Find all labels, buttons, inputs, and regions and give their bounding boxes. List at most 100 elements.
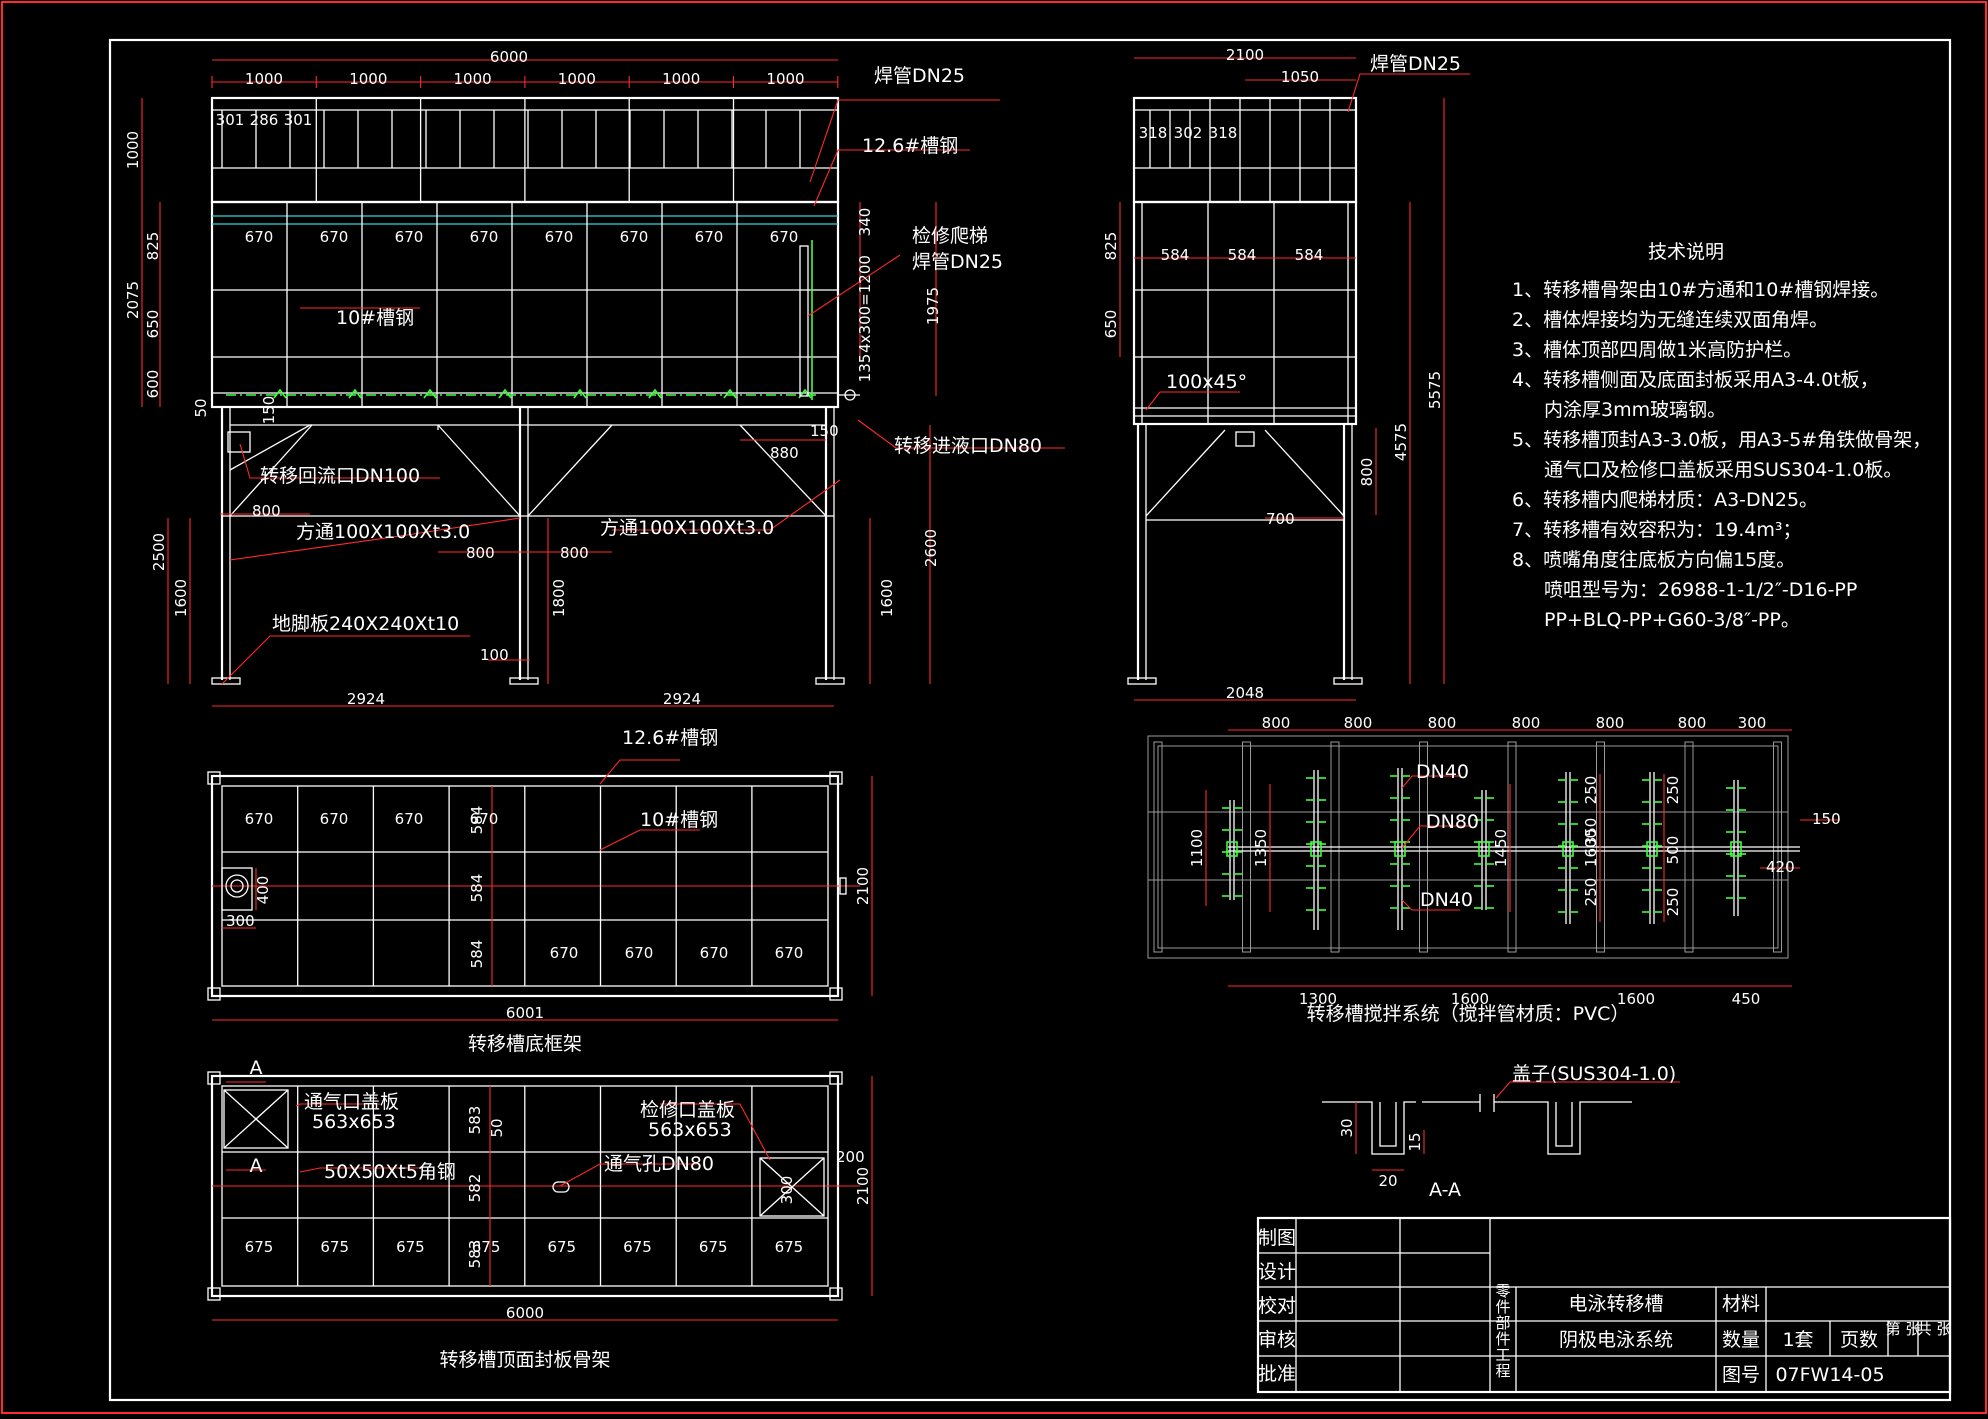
front-dim-150-left: 150 xyxy=(260,396,278,425)
tc-panel-dim: 675 xyxy=(472,1238,501,1256)
side-cell-3: 318 xyxy=(1209,124,1238,142)
front-dim-1800: 1800 xyxy=(550,579,568,617)
tc-total-width: 6000 xyxy=(506,1304,544,1322)
bf-top-panel-dim: 670 xyxy=(395,810,424,828)
ag-dim-500: 500 xyxy=(1664,836,1682,865)
front-label-weld-pipe-2: 焊管DN25 xyxy=(912,251,1003,273)
front-dim-150-right: 150 xyxy=(810,422,839,440)
side-dim-800: 800 xyxy=(1358,458,1376,487)
tb-system-name: 阴极电泳系统 xyxy=(1559,1329,1673,1351)
front-dim-600: 600 xyxy=(144,370,162,399)
tb-role-review: 审核 xyxy=(1258,1329,1296,1351)
front-panel-dim: 670 xyxy=(395,228,424,246)
tc-label-vent-hole: 通气孔DN80 xyxy=(604,1153,714,1175)
side-label-chamfer: 100x45° xyxy=(1166,371,1247,393)
ag-top-dim: 800 xyxy=(1344,714,1373,732)
bf-dim-400: 400 xyxy=(254,876,272,905)
notes-line: 2、槽体焊接均为无缝连续双面角焊。 xyxy=(1512,309,1828,331)
front-dim-spacing: 4x300=1200 xyxy=(856,255,874,353)
front-panel-dim: 670 xyxy=(245,228,274,246)
tc-dim-200: 200 xyxy=(836,1148,865,1166)
title-block xyxy=(1256,1216,1952,1394)
bf-bottom-panel-dim: 670 xyxy=(625,944,654,962)
ag-dim-250-d: 250 xyxy=(1664,888,1682,917)
agitation-plan xyxy=(1147,729,1840,987)
front-label-channel-12-6: 12.6#槽钢 xyxy=(862,135,958,157)
bf-row-3: 584 xyxy=(468,940,486,969)
front-panel-dim: 670 xyxy=(320,228,349,246)
side-dim-825: 825 xyxy=(1102,232,1120,261)
ag-dim-1350: 1350 xyxy=(1252,829,1270,867)
tb-role-design: 设计 xyxy=(1258,1261,1296,1283)
notes-line: 7、转移槽有效容积为：19.4m³； xyxy=(1512,519,1802,541)
notes-line: 4、转移槽侧面及底面封板采用A3-4.0t板， xyxy=(1512,369,1879,391)
bottom-frame-plan xyxy=(207,759,873,1021)
tb-sheet-of: 第 张 xyxy=(1886,1320,1921,1338)
tc-panel-dim: 675 xyxy=(623,1238,652,1256)
front-dim-800-a: 800 xyxy=(466,544,495,562)
front-top-segment: 1000 xyxy=(558,70,596,88)
ag-dim-250-c: 250 xyxy=(1664,776,1682,805)
front-panel-dim: 670 xyxy=(470,228,499,246)
side-dim-5575: 5575 xyxy=(1426,371,1444,409)
tc-row-1: 583 xyxy=(466,1106,484,1135)
notes-line: PP+BLQ-PP+G60-3/8″-PP。 xyxy=(1544,609,1800,631)
tb-part-name: 电泳转移槽 xyxy=(1568,1293,1663,1315)
tc-panel-dim: 675 xyxy=(699,1238,728,1256)
aa-dim-30: 30 xyxy=(1338,1118,1356,1137)
ag-dim-150: 150 xyxy=(1812,810,1841,828)
front-dim-650: 650 xyxy=(144,310,162,339)
bf-label-channel-12-6: 12.6#槽钢 xyxy=(622,727,718,749)
ag-bottom-dim: 1600 xyxy=(1451,990,1489,1008)
front-top-segment: 1000 xyxy=(349,70,387,88)
bf-top-panel-dim: 670 xyxy=(320,810,349,828)
front-dim-2600: 2600 xyxy=(922,529,940,567)
bf-bottom-panel-dim: 670 xyxy=(700,944,729,962)
front-dim-50: 50 xyxy=(192,398,210,417)
aa-dim-20: 20 xyxy=(1378,1172,1397,1190)
tb-quantity-label: 数量 xyxy=(1722,1329,1760,1351)
ag-label-dn80: DN80 xyxy=(1426,811,1479,833)
front-label-tube-right: 方通100X100Xt3.0 xyxy=(600,517,774,539)
tb-role-approve: 批准 xyxy=(1258,1363,1296,1385)
front-panel-dim: 670 xyxy=(695,228,724,246)
ag-dim-1450: 1450 xyxy=(1492,829,1510,867)
notes-line: 内涂厚3mm玻璃钢。 xyxy=(1544,399,1726,421)
side-cell-2: 302 xyxy=(1174,124,1203,142)
side-cell-1: 318 xyxy=(1139,124,1168,142)
tc-panel-dim: 675 xyxy=(245,1238,274,1256)
notes-line: 喷咀型号为：26988-1-1/2″-D16-PP xyxy=(1544,579,1857,601)
tb-role-draw: 制图 xyxy=(1258,1227,1296,1249)
bf-bottom-panel-dim: 670 xyxy=(550,944,579,962)
front-label-return-port: 转移回流口DN100 xyxy=(260,465,420,487)
front-panel-dim: 670 xyxy=(545,228,574,246)
front-dim-100: 100 xyxy=(480,646,509,664)
front-top-segment: 1000 xyxy=(454,70,492,88)
bf-row-2: 584 xyxy=(468,874,486,903)
side-total-width: 2100 xyxy=(1226,46,1264,64)
tc-section-a-bottom: A xyxy=(250,1155,263,1177)
notes-line: 3、槽体顶部四周做1米高防护栏。 xyxy=(1512,339,1802,361)
front-panel-dim: 670 xyxy=(620,228,649,246)
tc-row-3: 583 xyxy=(466,1240,484,1269)
front-top-segment: 1000 xyxy=(766,70,804,88)
ag-dim-420: 420 xyxy=(1766,858,1795,876)
front-cell-2: 286 xyxy=(250,111,279,129)
front-label-weld-pipe: 焊管DN25 xyxy=(874,65,965,87)
front-label-tube-left: 方通100X100Xt3.0 xyxy=(296,521,470,543)
notes-line: 1、转移槽骨架由10#方通和10#槽钢焊接。 xyxy=(1512,279,1889,301)
ag-label-dn40-top: DN40 xyxy=(1416,761,1469,783)
bf-dim-300: 300 xyxy=(226,912,255,930)
tc-label-vent-cover-size: 563x653 xyxy=(312,1111,396,1133)
tb-drawing-no: 07FW14-05 xyxy=(1775,1364,1884,1386)
ag-bottom-dim: 1600 xyxy=(1617,990,1655,1008)
tc-panel-dim: 675 xyxy=(320,1238,349,1256)
front-dim-340: 340 xyxy=(856,208,874,237)
front-label-inlet: 转移进液口DN80 xyxy=(894,435,1042,457)
side-dim-700: 700 xyxy=(1266,510,1295,528)
front-dim-1975: 1975 xyxy=(924,287,942,325)
side-elevation xyxy=(1119,57,1470,701)
tc-dim-50: 50 xyxy=(488,1118,506,1137)
tc-panel-dim: 675 xyxy=(547,1238,576,1256)
tc-height: 2100 xyxy=(854,1167,872,1205)
